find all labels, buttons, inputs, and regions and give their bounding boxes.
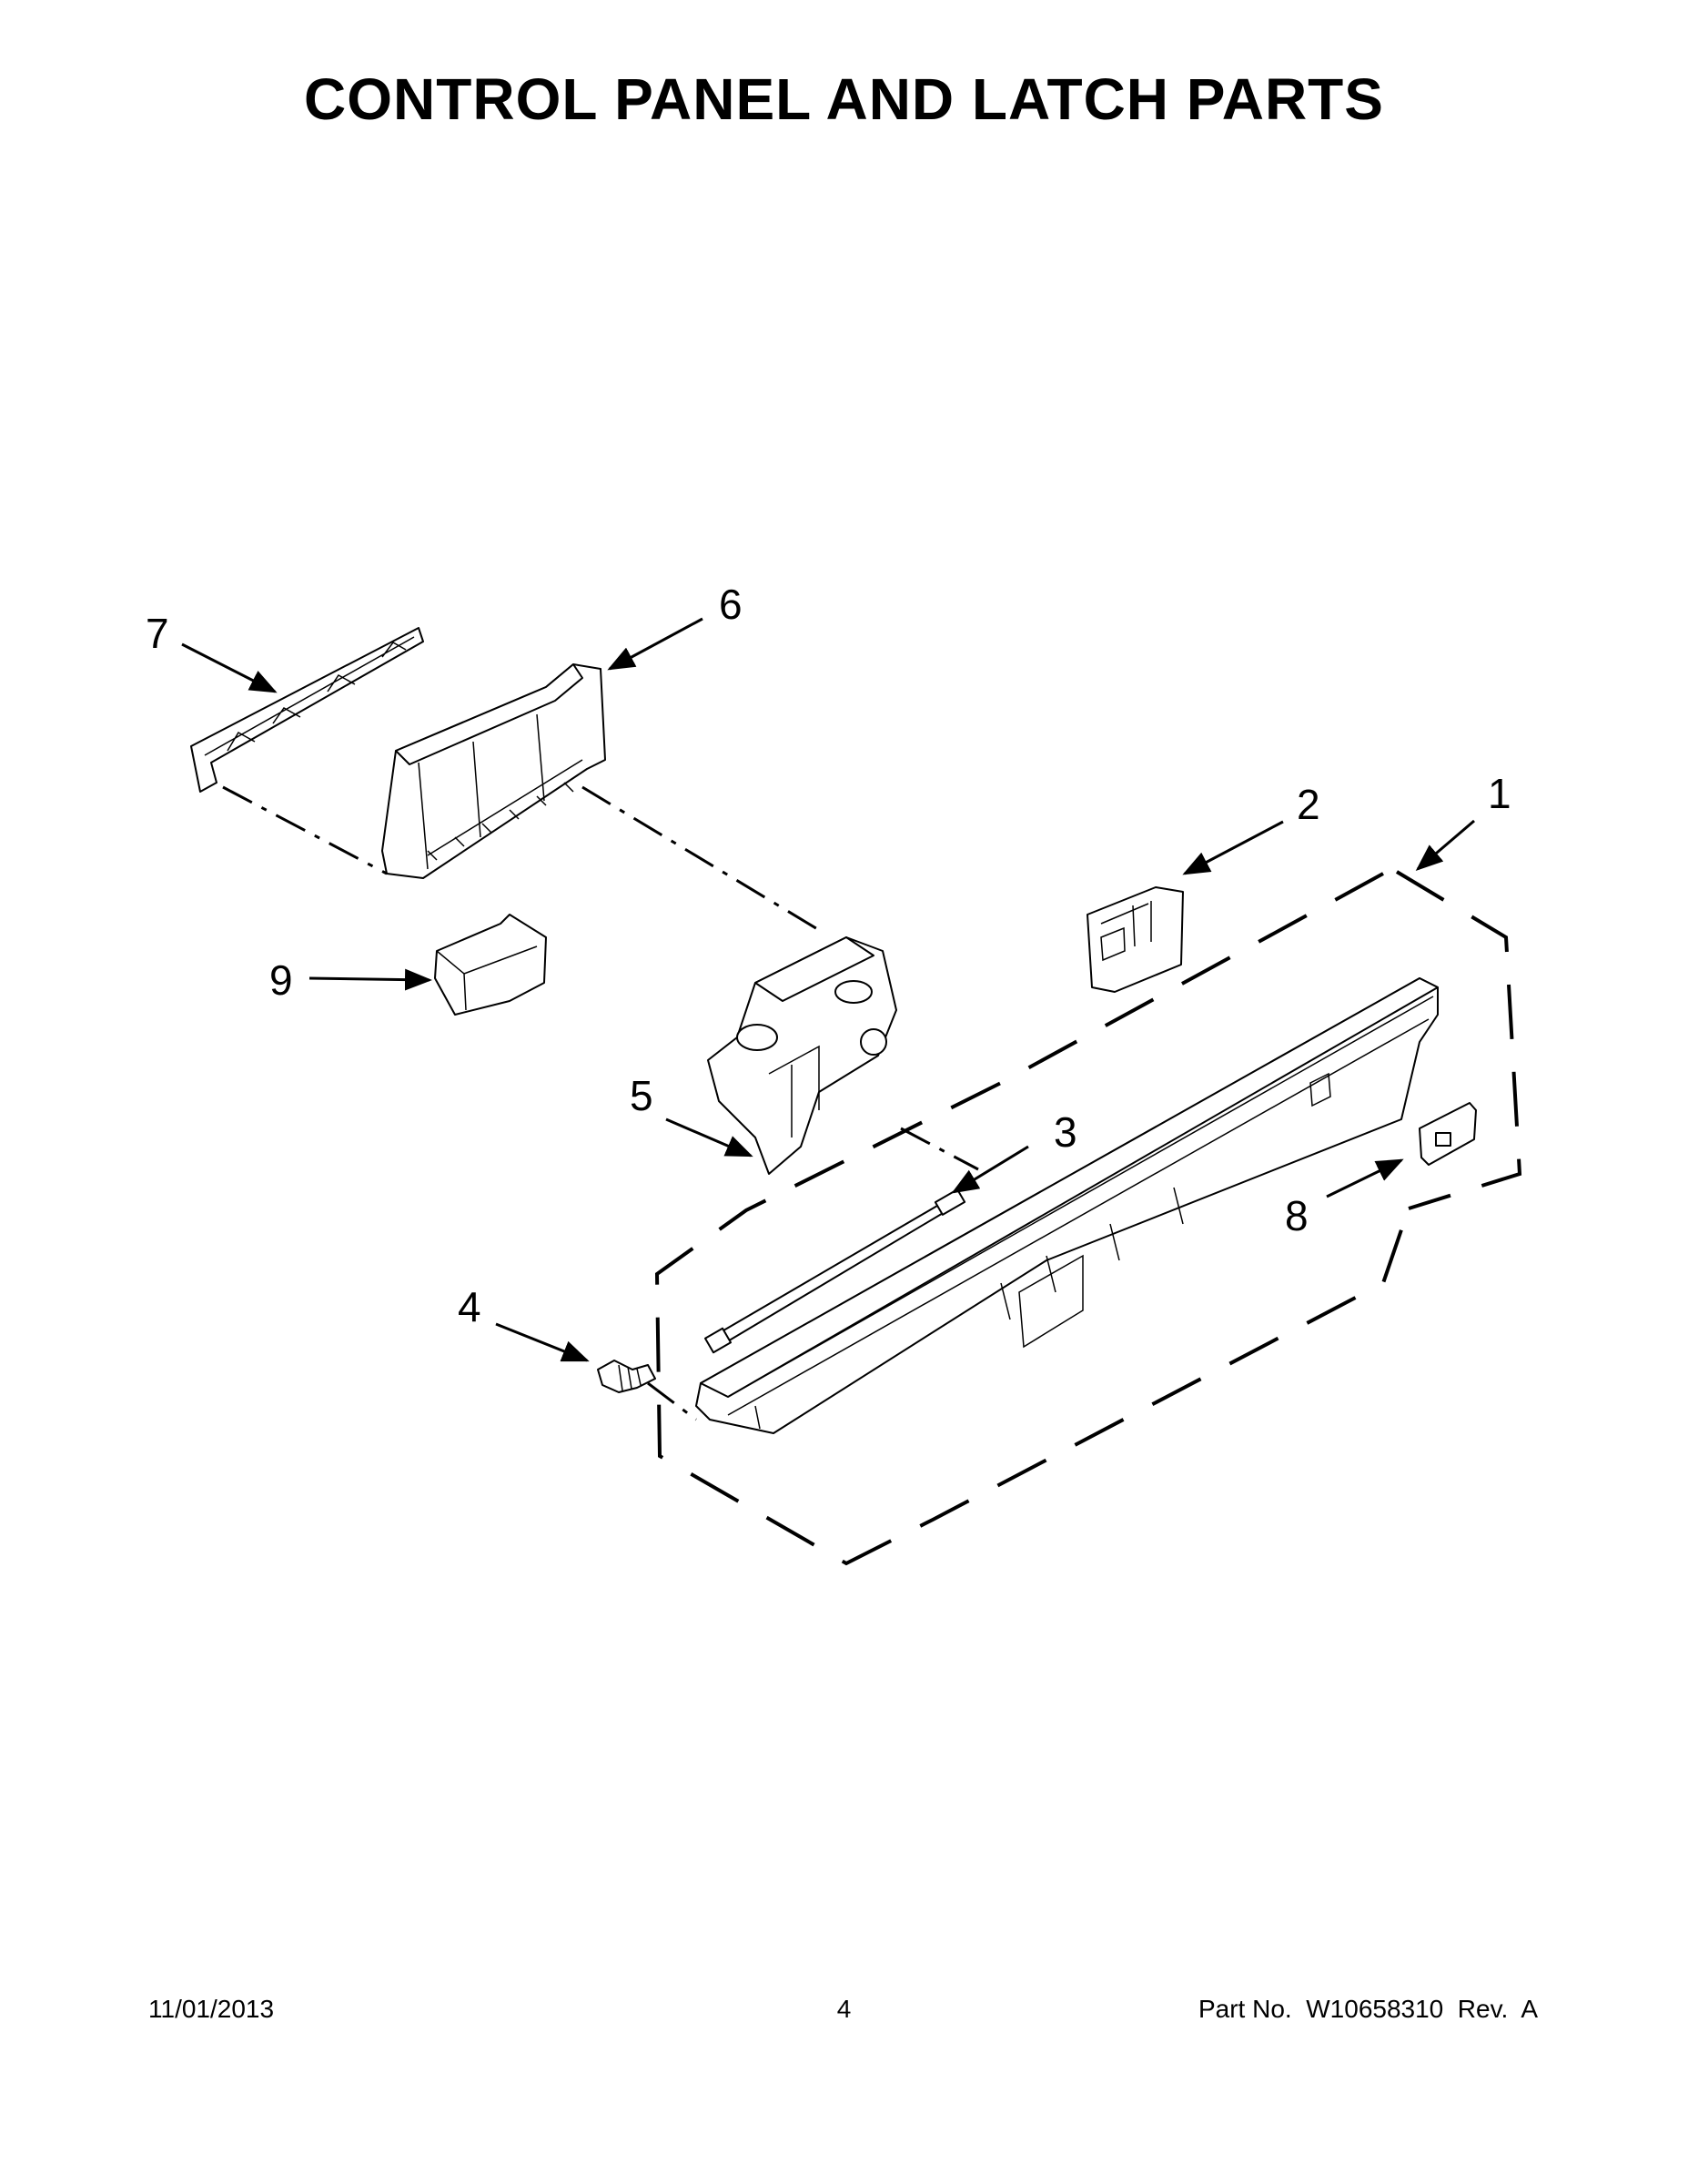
callout-4: 4 (458, 1283, 481, 1330)
footer-page-number: 4 (836, 1995, 852, 2023)
page-title: CONTROL PANEL AND LATCH PARTS (304, 66, 1384, 132)
part-1-control-panel (695, 977, 1439, 1434)
callout-3: 3 (1054, 1108, 1077, 1156)
leader-4-arrow (495, 1322, 590, 1362)
callout-2: 2 (1297, 781, 1320, 828)
part-2-plate (1087, 886, 1184, 993)
callout-9: 9 (269, 956, 293, 1004)
callout-6: 6 (719, 581, 743, 628)
part-8-switch (1419, 1102, 1477, 1166)
leader-2-arrow (1182, 820, 1284, 875)
footer-date: 11/01/2013 (148, 1995, 275, 2023)
part-7-strip (190, 627, 424, 793)
leader-5-arrow (665, 1117, 753, 1158)
part-4-screw (597, 1360, 656, 1393)
leader-3-arrow (951, 1145, 1029, 1194)
callout-numbers: 7 6 2 1 9 5 3 8 4 (146, 581, 1511, 1330)
footer-part-number: Part No. W10658310 Rev. A (1198, 1995, 1538, 2023)
part-9-bracket (434, 914, 547, 1016)
assembly-boundary (654, 870, 1522, 1566)
alignment-lines (222, 785, 979, 1421)
leader-6-arrow (607, 617, 703, 671)
part-6-control-board (381, 663, 606, 879)
leader-8-arrow (1326, 1158, 1404, 1198)
callout-7: 7 (146, 610, 169, 657)
part-3-rod (703, 1188, 966, 1354)
leader-arrows (181, 617, 1475, 1362)
callout-1: 1 (1488, 770, 1511, 817)
leader-1-arrow (1415, 819, 1475, 871)
part-5-latch (707, 936, 897, 1175)
callout-8: 8 (1285, 1192, 1309, 1239)
callout-5: 5 (630, 1072, 653, 1119)
leader-7-arrow (181, 642, 278, 693)
leader-9-arrow (308, 968, 432, 991)
